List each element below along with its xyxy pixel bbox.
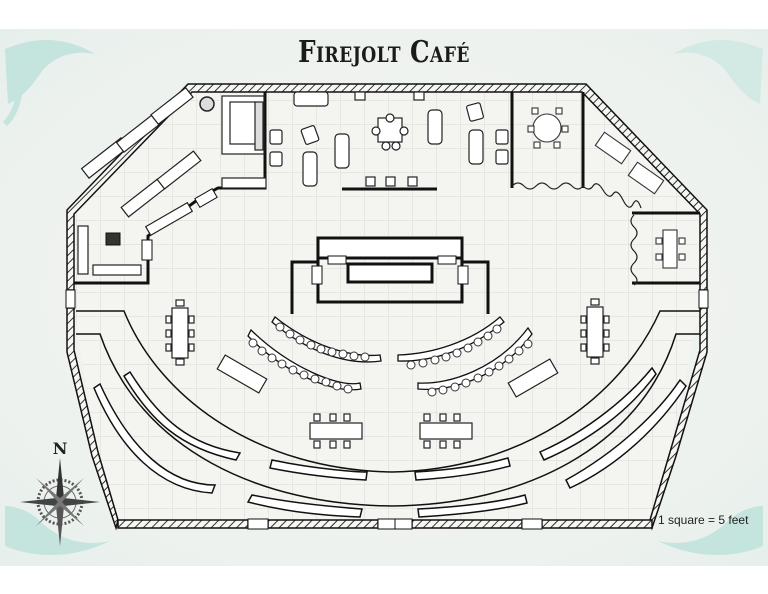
east-door: [698, 289, 709, 309]
table-east: [586, 306, 604, 358]
compass-rose-icon: N: [20, 439, 100, 546]
west-door: [65, 289, 76, 309]
south-door-2: [377, 518, 396, 530]
long-sofa: [302, 151, 318, 187]
corner-flourish-bottom-left: [5, 506, 110, 556]
long-sofa: [334, 133, 350, 169]
south-door-3: [394, 518, 413, 530]
rug: [105, 232, 121, 246]
main-hall-arcs: [76, 310, 700, 507]
round-table: [532, 113, 562, 143]
corner-flourish-top-right: [673, 39, 763, 105]
sofa: [293, 91, 329, 107]
nook-door-2: [194, 187, 218, 209]
map-title: Firejolt Café: [298, 35, 470, 70]
long-sofa: [468, 129, 484, 165]
table-south-west: [309, 422, 363, 440]
stools: [248, 322, 533, 397]
ne-room-walls: [510, 92, 700, 285]
table-se-angled: [507, 358, 559, 398]
bench-tiers: [93, 366, 687, 518]
compass-north-label: N: [53, 439, 68, 458]
daybed: [221, 95, 265, 155]
ne-room-tables: [527, 107, 686, 269]
corner-flourish-top-left: [2, 39, 95, 127]
south-door-4: [521, 518, 543, 530]
bookshelves: [77, 86, 267, 276]
south-door-1: [247, 518, 269, 530]
table-south-east: [419, 422, 473, 440]
east-room-table: [662, 229, 678, 269]
lounge-furniture: [269, 91, 509, 187]
curtains: [511, 182, 642, 286]
table-west: [171, 307, 189, 359]
outer-doors: [65, 289, 709, 530]
nook-door: [141, 239, 153, 261]
hall-tables: [165, 298, 610, 449]
corner-flourish-bottom-right: [658, 506, 763, 556]
stove-icon: [199, 96, 215, 112]
scale-label: 1 square = 5 feet: [658, 513, 749, 527]
table-sw-angled: [216, 354, 268, 394]
long-sofa: [427, 109, 443, 145]
